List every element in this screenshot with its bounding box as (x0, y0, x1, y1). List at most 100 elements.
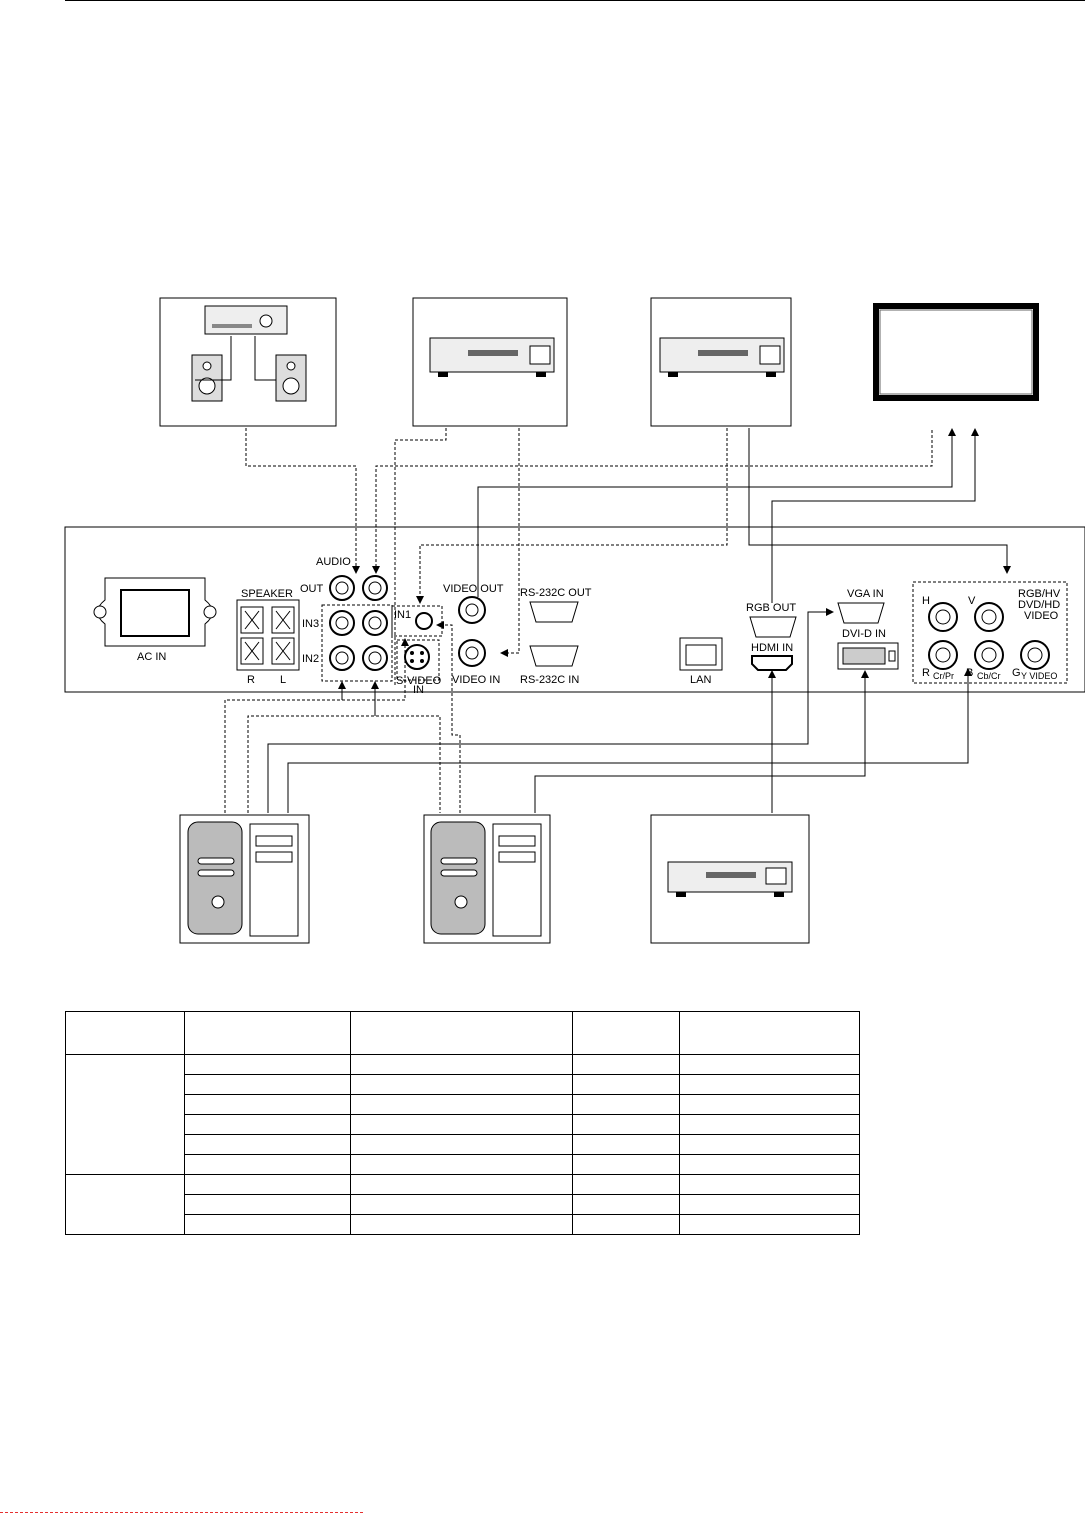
table-row (65, 1174, 860, 1235)
ac-in-label: AC IN (137, 651, 166, 663)
table-cell (679, 1094, 860, 1115)
lan-port[interactable] (679, 637, 723, 671)
hdmi-in-label: HDMI IN (751, 642, 793, 654)
bnc-cbcr-label: Cb/Cr (977, 671, 1001, 681)
table-cell (350, 1194, 573, 1215)
table-row (66, 1154, 860, 1175)
vga-in-label: VGA IN (847, 588, 884, 600)
table-cell (572, 1074, 680, 1095)
rgb-out-label: RGB OUT (746, 602, 796, 614)
pc-tower-box-1 (179, 814, 310, 944)
s-video-in-label-2: IN (413, 684, 424, 696)
audio-label: AUDIO (316, 556, 351, 568)
rs232c-out-port[interactable] (529, 601, 579, 623)
table-row (66, 1134, 860, 1155)
s-video-in-label-1: S-VIDEO (396, 675, 442, 687)
table-cell (350, 1074, 573, 1095)
table-cell (184, 1174, 351, 1195)
table-cell (184, 1054, 351, 1075)
table-group-cell (65, 1174, 185, 1235)
table-cell (572, 1094, 680, 1115)
bnc-crpr-label: Cr/Pr (933, 671, 954, 681)
table-cell (350, 1174, 573, 1195)
audio-in2-label: IN2 (302, 653, 319, 665)
table-cell (679, 1154, 860, 1175)
speaker-icon (191, 354, 223, 402)
dvd-player-icon (667, 861, 793, 897)
table-row (66, 1194, 860, 1215)
table-cell (184, 1134, 351, 1155)
table-header-cell (572, 1011, 680, 1055)
table-cell (572, 1154, 680, 1175)
pc-tower-icon (187, 821, 299, 937)
bnc-h-label: H (922, 595, 930, 607)
table-cell (572, 1174, 680, 1195)
speaker-terminals[interactable] (236, 599, 300, 671)
video-in-jack[interactable] (458, 639, 486, 667)
table-row (65, 1054, 860, 1175)
rgb-group-label-3: VIDEO (1024, 610, 1059, 622)
dvd-player-icon (659, 337, 785, 377)
table-cell (572, 1134, 680, 1155)
speaker-label: SPEAKER (241, 588, 293, 600)
audio-jacks[interactable] (329, 575, 388, 671)
bnc-b-label: B (966, 667, 973, 679)
speaker-l-label: L (280, 674, 286, 686)
table-cell (572, 1054, 680, 1075)
pc-tower-box-2 (423, 814, 551, 944)
audio-out-label: OUT (300, 583, 324, 595)
speaker-r-label: R (247, 674, 255, 686)
in1-label: IN1 (394, 609, 411, 621)
table-row (66, 1074, 860, 1095)
table-group-cell (65, 1054, 185, 1175)
rgb-out-port[interactable] (749, 616, 797, 638)
table-cell (679, 1134, 860, 1155)
footer-rule (0, 1512, 363, 1513)
table-cell (679, 1194, 860, 1215)
table-cell (184, 1074, 351, 1095)
monitor-icon (873, 303, 1039, 401)
table-cell (679, 1074, 860, 1095)
vga-in-port[interactable] (837, 602, 885, 624)
audio-in3-label: IN3 (302, 618, 319, 630)
table-cell (679, 1174, 860, 1195)
in1-jack[interactable] (415, 612, 433, 630)
top-connection-lines (245, 428, 1011, 686)
hdmi-in-port[interactable] (751, 655, 793, 671)
dvd-player-box (412, 297, 568, 427)
table-cell (350, 1154, 573, 1175)
rs232c-in-label: RS-232C IN (520, 674, 579, 686)
table-cell (350, 1094, 573, 1115)
bnc-yvideo-label: Y VIDEO (1021, 671, 1057, 681)
table-header-cell (350, 1011, 573, 1055)
dvi-d-in-label: DVI-D IN (842, 628, 886, 640)
table-cell (184, 1194, 351, 1215)
table-cell (184, 1094, 351, 1115)
table-cell (184, 1114, 351, 1135)
bnc-jacks[interactable] (928, 602, 1050, 670)
table-cell (184, 1154, 351, 1175)
table-cell (350, 1214, 573, 1235)
video-out-jack[interactable] (458, 596, 486, 624)
vcr-player-box (650, 297, 792, 427)
amplifier-icon (204, 305, 288, 335)
amplifier-speakers-box (159, 297, 337, 427)
page-top-rule (65, 0, 1085, 1)
video-in-label: VIDEO IN (452, 674, 500, 686)
table-header-cell (679, 1011, 860, 1055)
rgb-group-label-1: RGB/HV (1018, 588, 1061, 600)
lan-label: LAN (690, 674, 711, 686)
bottom-connection-lines (224, 608, 972, 813)
video-out-label: VIDEO OUT (443, 583, 504, 595)
table-header-cell (184, 1011, 351, 1055)
s-video-jack[interactable] (404, 644, 430, 670)
table-row (66, 1114, 860, 1135)
speaker-icon (275, 354, 307, 402)
table-cell (572, 1214, 680, 1235)
table-cell (679, 1114, 860, 1135)
dvi-d-in-port[interactable] (837, 642, 899, 670)
table-cell (679, 1054, 860, 1075)
rs232c-in-port[interactable] (529, 645, 579, 667)
monitor-display-box (873, 303, 1039, 401)
dvd-player-hdmi-box (650, 814, 810, 944)
